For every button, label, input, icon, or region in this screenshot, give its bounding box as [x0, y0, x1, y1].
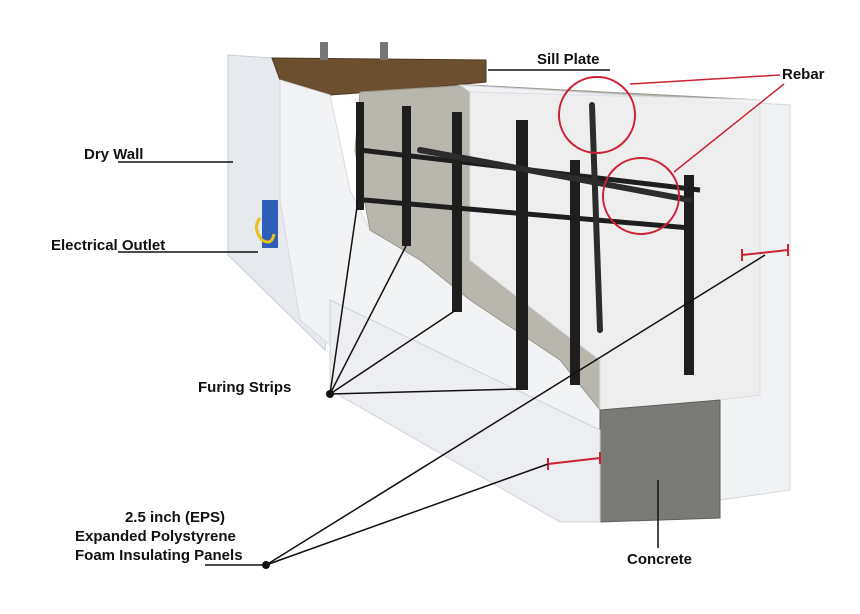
front-foam-bottom — [329, 299, 601, 523]
label-eps-panels: 2.5 inch (EPS) Expanded Polystyrene Foam… — [75, 508, 243, 565]
label-concrete: Concrete — [627, 551, 693, 568]
label-electrical-outlet: Electrical Outlet — [51, 237, 166, 254]
furring-strip — [684, 175, 694, 375]
thickness-markers — [547, 244, 789, 470]
leader-dot — [326, 390, 334, 398]
concrete-end-face — [599, 399, 721, 523]
furring-strip — [452, 112, 462, 312]
furring-strip — [516, 120, 528, 390]
label-eps-line3: Foam Insulating Panels — [75, 547, 243, 564]
furring-strip — [570, 160, 580, 385]
rebar-leaders — [629, 74, 785, 173]
furring-strips — [356, 102, 694, 390]
anchor-bolt — [320, 42, 328, 60]
rebar-bars — [417, 102, 693, 333]
leader-lines — [118, 69, 766, 566]
outlet-wire — [255, 217, 276, 244]
rebar-callout-circle — [558, 76, 636, 154]
label-dry-wall: Dry Wall — [84, 146, 144, 163]
leader-dot — [262, 561, 270, 569]
label-sill-plate: Sill Plate — [537, 51, 600, 68]
anchor-bolt — [380, 42, 388, 60]
label-rebar: Rebar — [782, 66, 825, 83]
furring-strip — [402, 106, 411, 246]
rebar-callout-circle — [602, 157, 680, 235]
label-eps-line2: Expanded Polystyrene — [75, 528, 236, 545]
label-furing-strips: Furing Strips — [198, 379, 292, 396]
label-eps-line1: 2.5 inch (EPS) — [124, 509, 225, 526]
furring-strip — [356, 102, 364, 210]
